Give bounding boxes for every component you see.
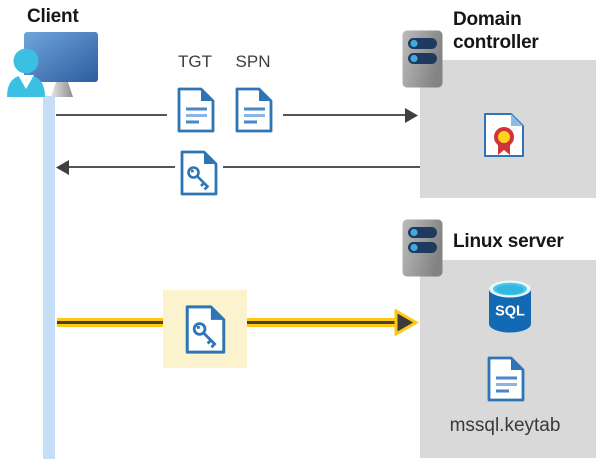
linux-server-label: Linux server [453,231,564,252]
person-collar [18,75,34,89]
arrow-highlight-head-icon [394,309,419,336]
tgt-label: TGT [178,52,212,71]
arrow-response-line [62,166,420,168]
spn-document-icon [225,84,283,136]
monitor-icon [24,32,98,82]
certificate-icon [483,112,525,158]
spn-label: SPN [235,52,271,71]
client-lifeline [43,96,55,459]
keytab-file-label: mssql.keytab [449,415,561,436]
key-document-icon [175,147,223,199]
client-icon [4,29,100,103]
keytab-document-icon [486,354,526,404]
sql-text: SQL [495,304,525,320]
domain-controller-label: Domain controller [453,9,539,53]
tgt-document-icon [167,84,225,136]
linux-server-server-icon [402,219,443,277]
monitor-stand [51,82,73,97]
sql-database-icon: SQL [487,280,533,333]
arrow-request-head-icon [405,108,419,123]
client-label: Client [27,6,79,27]
person-head [13,48,39,74]
highlight-box [163,290,247,368]
domain-controller-server-icon [402,30,443,88]
arrow-response-head-icon [55,160,69,175]
highlighted-key-document-icon [185,304,225,354]
